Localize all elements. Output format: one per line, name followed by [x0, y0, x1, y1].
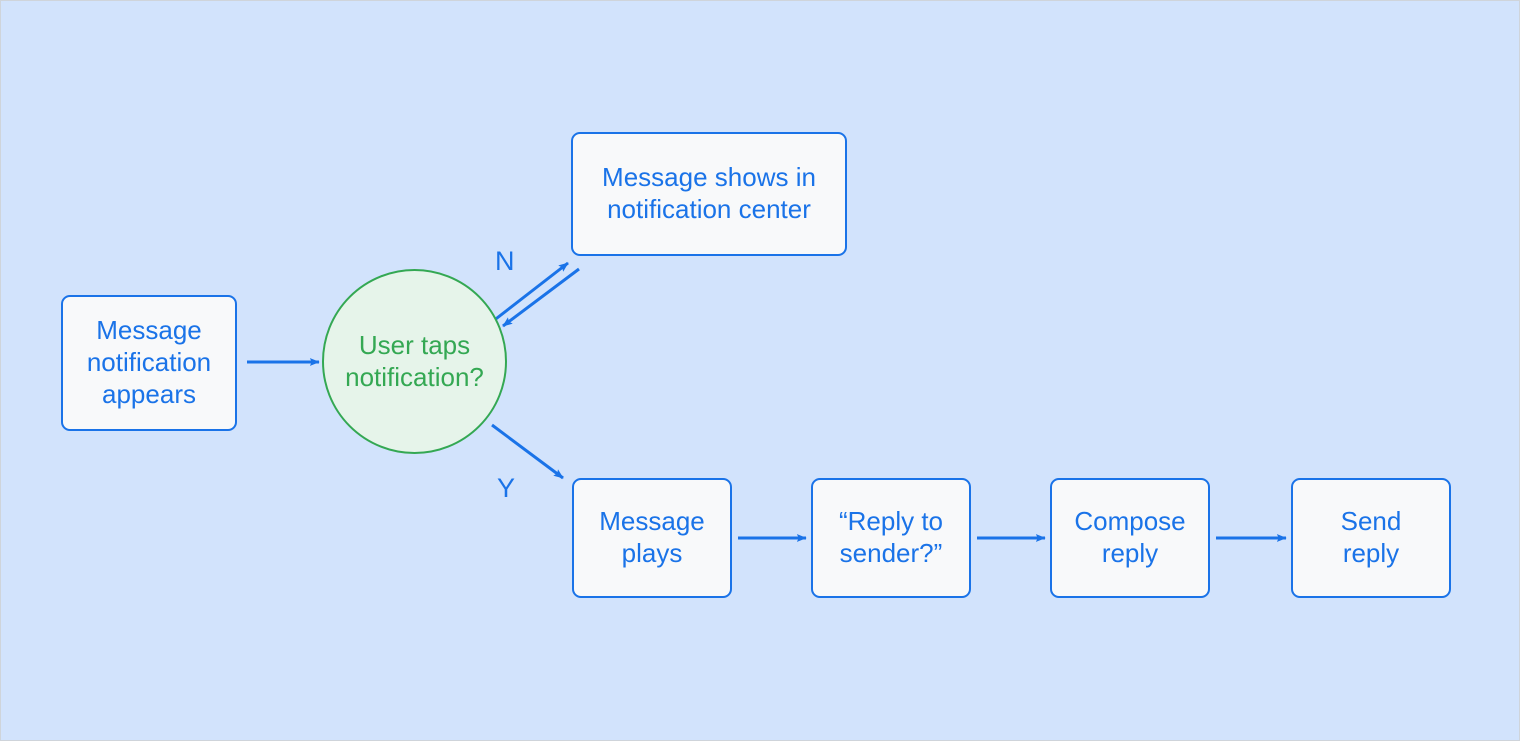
- node-message-plays[interactable]: Message plays: [572, 478, 732, 598]
- node-reply-to-sender[interactable]: “Reply to sender?”: [811, 478, 971, 598]
- node-message-shows-in-notification-center[interactable]: Message shows in notification center: [571, 132, 847, 256]
- node-message-notification-appears[interactable]: Message notification appears: [61, 295, 237, 431]
- node-user-taps-notification[interactable]: User taps notification?: [322, 269, 507, 454]
- node-send-reply[interactable]: Send reply: [1291, 478, 1451, 598]
- edge-label-branch-yes: Y: [497, 473, 516, 503]
- edge-label-branch-no: N: [495, 246, 515, 276]
- edge-decision-to-message-plays: [491, 423, 564, 480]
- edge-notification-center-to-decision: [502, 267, 580, 328]
- node-compose-reply[interactable]: Compose reply: [1050, 478, 1210, 598]
